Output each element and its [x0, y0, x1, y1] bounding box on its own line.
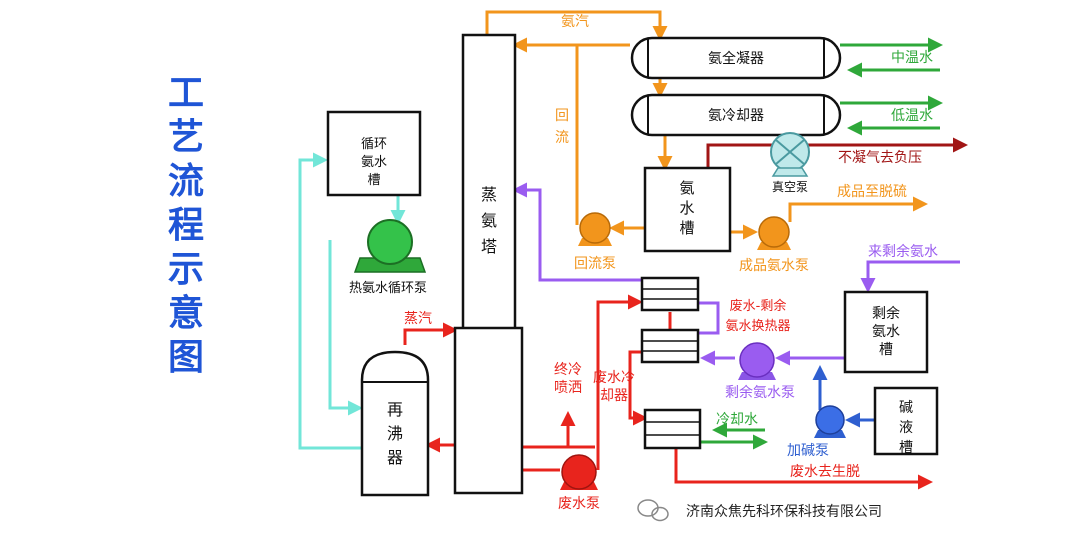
vacuum-pump — [770, 132, 810, 177]
label-product-out: 成品至脱硫 — [837, 184, 907, 200]
reflux-pump — [578, 212, 612, 246]
exchanger-unit-1 — [640, 276, 700, 312]
title-char: 图 — [168, 337, 204, 378]
product-out-line — [788, 196, 928, 222]
circulation-tank — [326, 110, 422, 197]
waste-out-line — [674, 448, 933, 490]
watermark: 济南众焦先科环保科技有限公司 — [637, 499, 882, 522]
circulation-pump — [353, 219, 427, 273]
tower-to-waste-pump — [518, 420, 560, 472]
exchanger-unit-3 — [643, 408, 702, 450]
ammonia-pipes — [485, 10, 928, 240]
watermark-text: 济南众焦先科环保科技有限公司 — [686, 504, 882, 520]
label-heat-exchanger-1: 废水-剩余 — [730, 298, 787, 314]
label-circ-pump: 热氨水循环泵 — [349, 281, 427, 296]
remain-ammonia-tank — [843, 290, 929, 374]
reflux-line — [575, 43, 625, 225]
circulation-pump-to-reboiler — [328, 240, 363, 416]
wechat-icon — [637, 499, 669, 522]
label-heat-exchanger-2: 氨水换热器 — [725, 319, 790, 334]
vapor-line — [485, 10, 668, 41]
reboiler — [360, 350, 430, 497]
title-char: 流 — [168, 161, 204, 202]
label-mid-water: 中温水 — [891, 50, 933, 66]
title-char: 示 — [168, 249, 204, 290]
waste-pump — [560, 454, 598, 490]
label-reflux-pump: 回流泵 — [574, 256, 616, 272]
label-ammonia-tank: 氨水槽 — [679, 179, 694, 237]
remain-in-line — [860, 260, 960, 293]
label-remain-tank: 剩余氨水槽 — [872, 305, 900, 358]
label-reboiler: 再沸器 — [387, 400, 403, 467]
label-final-spray: 终冷喷洒 — [554, 362, 582, 396]
label-product-pump: 成品氨水泵 — [739, 258, 809, 274]
label-alkali-tank: 碱液槽 — [899, 400, 913, 456]
label-remain-pump: 剩余氨水泵 — [725, 384, 795, 401]
label-ammonia-vapor: 氨汽 — [561, 14, 589, 30]
title-char: 程 — [168, 205, 204, 246]
remain-water-pipes — [512, 182, 960, 366]
label-cooling-water: 冷却水 — [716, 412, 758, 428]
exchanger-loop — [698, 301, 720, 335]
steam-line — [403, 322, 458, 345]
title-char: 意 — [168, 293, 204, 334]
stripping-tower-upper — [461, 33, 517, 332]
remain-pump — [738, 342, 776, 380]
water-pipes — [700, 37, 943, 450]
alkali-tank — [873, 386, 939, 456]
label-waste-out: 废水去生脱 — [790, 464, 860, 480]
label-low-water: 低温水 — [891, 108, 933, 124]
title-char: 艺 — [168, 117, 204, 158]
offgas-line — [706, 137, 968, 172]
title-char: 工 — [168, 73, 204, 114]
exchanger-tubes — [642, 288, 700, 436]
cooler — [630, 93, 842, 137]
ammonia-water-tank — [643, 166, 732, 253]
label-condenser: 氨全凝器 — [708, 50, 764, 67]
label-waste-cooler: 废水冷却器 — [593, 370, 635, 404]
exchanger-to-cooler — [628, 350, 648, 426]
product-pump — [757, 216, 791, 250]
exchanger-unit-2 — [640, 328, 700, 364]
label-vacuum-pump: 真空泵 — [772, 180, 808, 194]
label-waste-pump: 废水泵 — [558, 496, 600, 512]
label-non-condensable: 不凝气去负压 — [838, 150, 922, 166]
label-tower: 蒸氨塔 — [481, 185, 497, 256]
alkali-pump — [814, 405, 846, 438]
circulation-loop — [298, 152, 362, 450]
waste-pump-to-exchanger — [596, 294, 643, 470]
label-circ-tank: 循环氨水槽 — [361, 137, 387, 188]
stripping-tower-lower — [453, 326, 524, 495]
exchanger-to-tower — [512, 182, 645, 282]
label-remain-in: 来剩余氨水 — [868, 243, 938, 260]
label-cooler: 氨冷却器 — [708, 108, 764, 124]
label-alkali-pump: 加碱泵 — [787, 443, 829, 459]
label-reflux: 回流 — [555, 108, 569, 146]
condenser — [630, 36, 842, 80]
heat-exchanger-stack — [640, 276, 702, 450]
label-steam: 蒸汽 — [404, 311, 432, 327]
